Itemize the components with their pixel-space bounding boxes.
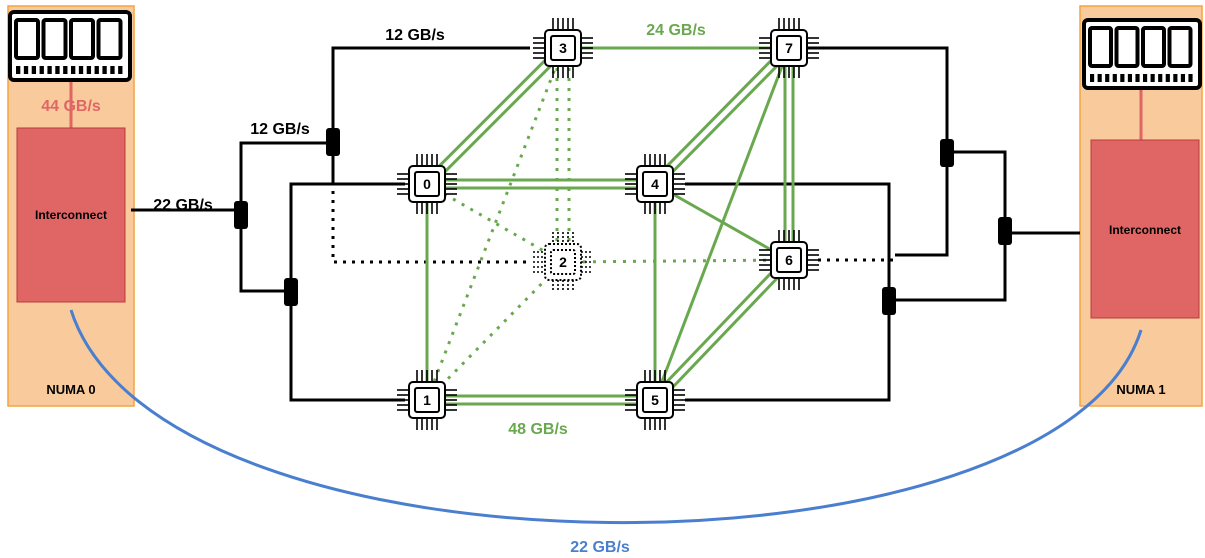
numa-1-interconnect-box bbox=[1090, 139, 1200, 319]
numa-1-interconnect-label: Interconnect bbox=[1109, 223, 1181, 237]
gpu-4-label: 4 bbox=[651, 176, 659, 192]
gpu-1-label: 1 bbox=[423, 392, 431, 408]
gpu-nodes: 0 1 2 3 4 5 6 7 bbox=[397, 18, 819, 430]
pcie-switch-lower-left bbox=[284, 278, 298, 306]
gpu-3-chip-icon: 3 bbox=[533, 18, 593, 78]
nvlink bbox=[656, 261, 793, 404]
gpu-0-label: 0 bbox=[423, 176, 431, 192]
gpu-3-label: 3 bbox=[559, 40, 567, 56]
ram-module-icon bbox=[1082, 18, 1202, 90]
nvlink-links bbox=[423, 44, 795, 406]
pcie-switch-lower-right bbox=[882, 287, 896, 315]
memory-bandwidth-label: 44 GB/s bbox=[41, 98, 101, 115]
nvlink bbox=[423, 44, 562, 183]
gpu-4-chip-icon: 4 bbox=[625, 154, 685, 214]
pcie-switch-root-right bbox=[998, 217, 1012, 245]
pcie-switch-upper-right bbox=[940, 139, 954, 167]
gpu-6-chip-icon: 6 bbox=[759, 230, 819, 290]
nvlink bbox=[425, 47, 565, 401]
ram-module-icon bbox=[8, 10, 132, 82]
nvlink bbox=[426, 182, 564, 264]
gpu-7-chip-icon: 7 bbox=[759, 18, 819, 78]
pcie-links-disabled bbox=[331, 182, 893, 264]
nvlink bbox=[562, 258, 790, 264]
gpu-5-chip-icon: 5 bbox=[625, 370, 685, 430]
nvlink bbox=[428, 49, 567, 188]
numa-0-interconnect-box bbox=[16, 127, 126, 303]
gpu-1-chip-icon: 1 bbox=[397, 370, 457, 430]
numa-interconnect-link bbox=[69, 309, 1143, 525]
nvlink bbox=[651, 256, 788, 399]
nvlink bbox=[656, 49, 793, 188]
nvlink bbox=[651, 44, 788, 183]
numa-interconnect-bandwidth-label: 22 GB/s bbox=[570, 539, 630, 556]
gpu-7-label: 7 bbox=[785, 40, 793, 56]
pcie-upper-bandwidth-label: 12 GB/s bbox=[250, 121, 310, 138]
gpu-5-label: 5 bbox=[651, 392, 659, 408]
pcie-gpu3-bandwidth-label: 12 GB/s bbox=[385, 27, 445, 44]
cpu-to-switch-bandwidth-label: 22 GB/s bbox=[153, 197, 213, 214]
gpu-6-label: 6 bbox=[785, 252, 793, 268]
nvlink bbox=[653, 47, 791, 401]
gpu-2-label: 2 bbox=[559, 254, 567, 270]
nvlink-double-bandwidth-label: 48 GB/s bbox=[508, 421, 568, 438]
numa-0-label: NUMA 0 bbox=[46, 382, 95, 397]
pcie-links bbox=[131, 46, 1080, 402]
numa-0-interconnect-label: Interconnect bbox=[35, 208, 107, 222]
pcie-switch-upper-left bbox=[326, 128, 340, 156]
pcie-switch-root-left bbox=[234, 201, 248, 229]
gpu-0-chip-icon: 0 bbox=[397, 154, 457, 214]
nvlink bbox=[425, 260, 565, 402]
numa-1-label: NUMA 1 bbox=[1116, 382, 1165, 397]
gpu-2-chip-icon: 2 bbox=[533, 232, 593, 292]
nvlink-single-bandwidth-label: 24 GB/s bbox=[646, 22, 706, 39]
